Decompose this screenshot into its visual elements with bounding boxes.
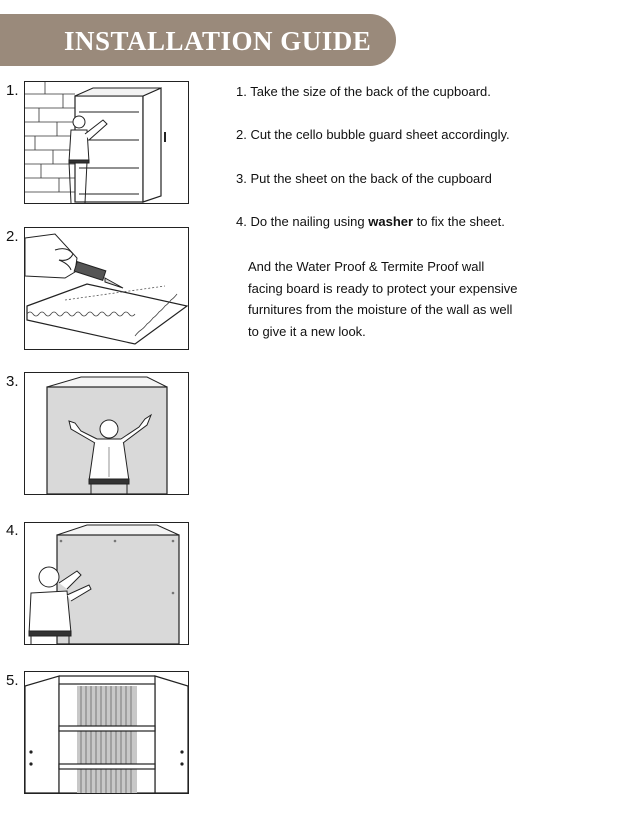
page-title: INSTALLATION GUIDE <box>64 26 372 56</box>
figure-5-illustration <box>24 671 189 794</box>
figure-number-2: 2. <box>6 228 19 245</box>
figure-number-4: 4. <box>6 522 19 539</box>
figure-number-5: 5. <box>6 672 19 689</box>
step-4-text-before: 4. Do the nailing using <box>236 214 369 229</box>
step-4-text-after: to fix the sheet. <box>413 214 505 229</box>
summary-paragraph: And the Water Proof & Termite Proof wall… <box>248 256 588 342</box>
step-4-text: 4. Do the nailing using washer to fix th… <box>236 214 505 229</box>
step-3-text: 3. Put the sheet on the back of the cupb… <box>236 171 492 186</box>
figure-3-illustration <box>24 372 189 495</box>
summary-line-1: And the Water Proof & Termite Proof wall <box>248 259 485 274</box>
step-1-text: 1. Take the size of the back of the cupb… <box>236 84 491 99</box>
summary-line-4: to give it a new look. <box>248 323 366 339</box>
figure-1-illustration <box>24 81 189 204</box>
figure-number-3: 3. <box>6 373 19 390</box>
summary-line-2: facing board is ready to protect your ex… <box>248 280 518 296</box>
figure-2-illustration <box>24 227 189 350</box>
step-2-text: 2. Cut the cello bubble guard sheet acco… <box>236 127 510 142</box>
summary-line-3: furnitures from the moisture of the wall… <box>248 302 513 317</box>
title-banner <box>0 14 396 66</box>
figure-4-illustration <box>24 522 189 645</box>
step-4-bold-word: washer <box>368 214 414 229</box>
figure-number-1: 1. <box>6 82 19 99</box>
